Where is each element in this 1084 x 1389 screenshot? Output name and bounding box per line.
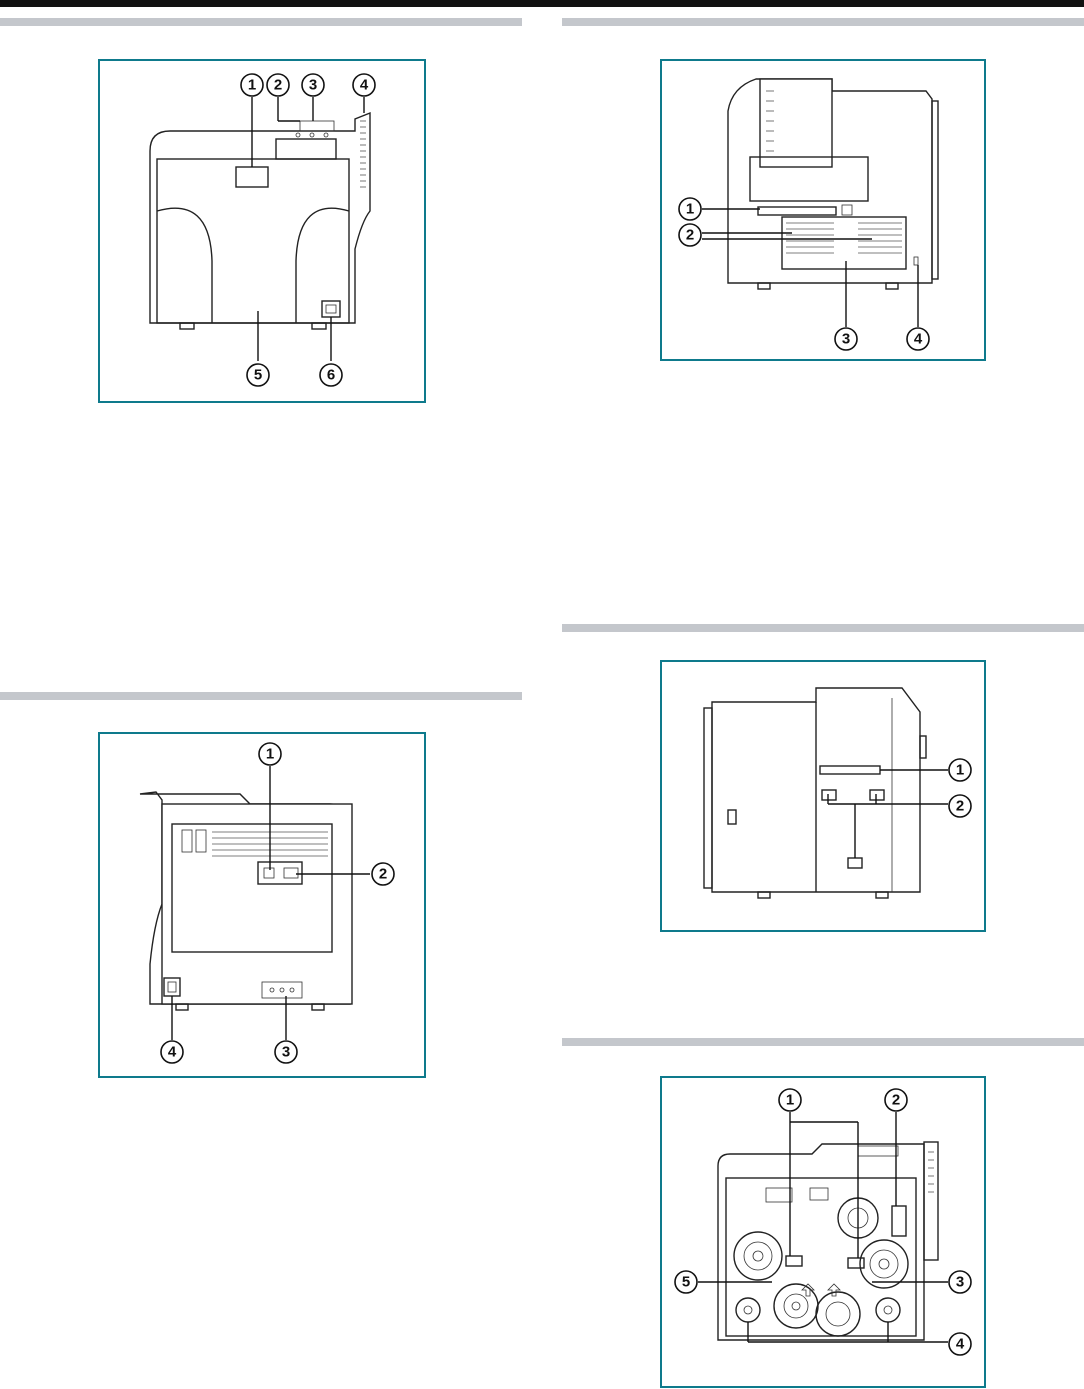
inside-callout-5: 5 (675, 1271, 697, 1293)
side-view-left-drawing: 1 2 3 4 (662, 61, 984, 359)
inside-callout-2: 2 (885, 1089, 907, 1111)
svg-text:4: 4 (168, 1044, 177, 1061)
svg-text:3: 3 (956, 1274, 964, 1291)
svg-text:4: 4 (360, 77, 369, 94)
section-rule-front (0, 18, 522, 26)
section-rule-side-right (562, 624, 1084, 632)
rear-callout-3: 3 (275, 1041, 297, 1063)
svg-text:2: 2 (892, 1092, 900, 1109)
svg-text:6: 6 (327, 367, 335, 384)
side-left-callout-1: 1 (679, 198, 701, 220)
front-callout-4: 4 (353, 74, 375, 96)
header-bar (0, 0, 1084, 7)
side-left-callout-4: 4 (907, 328, 929, 350)
rear-callout-2: 2 (372, 863, 394, 885)
svg-text:2: 2 (686, 227, 694, 244)
side-left-callout-2: 2 (679, 224, 701, 246)
side-right-callout-2: 2 (949, 795, 971, 817)
section-rule-rear (0, 692, 522, 700)
svg-text:1: 1 (248, 77, 256, 94)
svg-text:1: 1 (686, 201, 694, 218)
svg-text:5: 5 (254, 367, 262, 384)
figure-rear-view: 1 2 4 3 (98, 732, 426, 1078)
section-rule-inside (562, 1038, 1084, 1046)
svg-text:2: 2 (274, 77, 282, 94)
svg-text:4: 4 (956, 1336, 965, 1353)
inside-callout-4: 4 (949, 1333, 971, 1355)
svg-text:2: 2 (379, 866, 387, 883)
front-callout-2: 2 (267, 74, 289, 96)
side-view-right-drawing: 1 2 (662, 662, 984, 930)
svg-text:3: 3 (842, 331, 850, 348)
figure-side-view-right: 1 2 (660, 660, 986, 932)
svg-text:2: 2 (956, 798, 964, 815)
front-callout-6: 6 (320, 364, 342, 386)
svg-text:1: 1 (786, 1092, 794, 1109)
rear-callout-4: 4 (161, 1041, 183, 1063)
front-callout-5: 5 (247, 364, 269, 386)
svg-text:3: 3 (282, 1044, 290, 1061)
figure-side-view-left: 1 2 3 4 (660, 59, 986, 361)
figure-front-view: 1 2 3 4 5 6 (98, 59, 426, 403)
rear-view-drawing: 1 2 4 3 (100, 734, 424, 1076)
section-rule-side-left (562, 18, 1084, 26)
svg-text:5: 5 (682, 1274, 690, 1291)
figure-inside-view: 1 2 5 3 4 (660, 1076, 986, 1388)
inside-callout-3: 3 (949, 1271, 971, 1293)
front-view-drawing: 1 2 3 4 5 6 (100, 61, 424, 401)
svg-text:4: 4 (914, 331, 923, 348)
rear-callout-1: 1 (259, 743, 281, 765)
front-callout-3: 3 (302, 74, 324, 96)
svg-text:3: 3 (309, 77, 317, 94)
front-callout-1: 1 (241, 74, 263, 96)
svg-text:1: 1 (266, 746, 274, 763)
svg-text:1: 1 (956, 762, 964, 779)
side-right-callout-1: 1 (949, 759, 971, 781)
inside-callout-1: 1 (779, 1089, 801, 1111)
inside-view-drawing: 1 2 5 3 4 (662, 1078, 984, 1386)
side-left-callout-3: 3 (835, 328, 857, 350)
